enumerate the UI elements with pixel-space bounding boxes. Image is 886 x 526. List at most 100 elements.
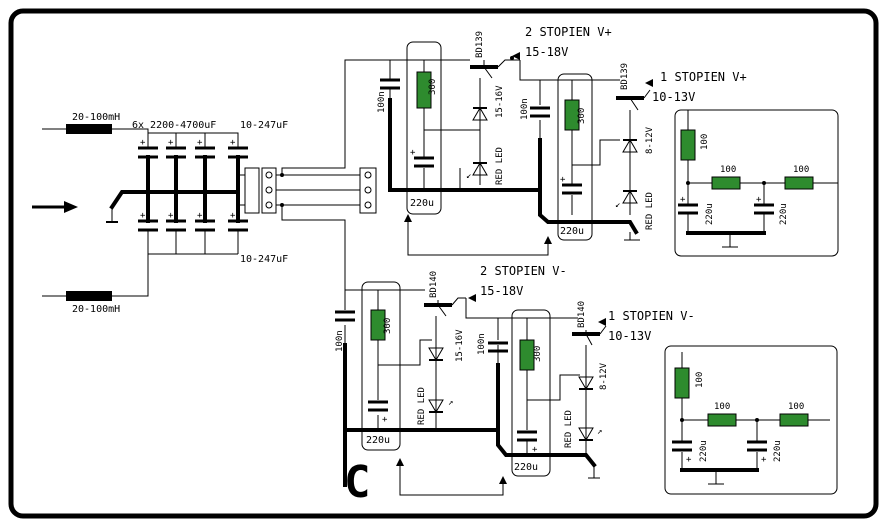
svg-text:+: + (168, 211, 174, 221)
stage1-pos-title: 1 STOPIEN V+ (660, 70, 747, 84)
stage1-pos-volt: 10-13V (652, 90, 695, 104)
logo-letter: C (344, 457, 371, 508)
stage1-neg-board (511, 309, 551, 477)
svg-text:+: + (382, 415, 388, 425)
bd140-b-label: BD140 (577, 301, 587, 328)
svg-text:+: + (197, 211, 203, 221)
stage2-positive: 300 + 220u 100n BD139 ↙ 15-16V RED LED 2… (377, 25, 612, 215)
rc-bot-r3-label: 100 (788, 402, 804, 412)
rc-bottom-resistor-2 (707, 413, 737, 427)
rc-filter-bottom: 100 100 100 + + 220u 220u (664, 345, 838, 495)
stage2-pos-title: 2 STOPIEN V+ (525, 25, 612, 39)
rc-bot-r2-label: 100 (714, 402, 730, 412)
c220-d-label: 220u (514, 462, 538, 473)
svg-text:+: + (140, 138, 146, 148)
svg-text:+: + (680, 195, 686, 205)
rc-top-resistor-3 (784, 176, 814, 190)
c220-b-label: 220u (560, 226, 584, 237)
inductor-bottom (66, 291, 112, 301)
resistor-300-d (519, 339, 535, 371)
svg-text:+: + (410, 148, 416, 158)
stage1-pos-board (557, 73, 593, 241)
svg-text:+: + (686, 455, 692, 465)
stage2-neg-board (361, 281, 401, 451)
input-section: 20-100mH 20-100mH 6x 2200-4700uF 10-247u… (32, 59, 395, 315)
inductor-bottom-label: 20-100mH (72, 304, 120, 315)
resistor-300-a (416, 71, 432, 109)
led-b-label: RED LED (645, 192, 655, 230)
r300-c-label: 300 (383, 318, 393, 334)
rc-bottom-resistor-1 (674, 367, 690, 399)
rc-filter-top: 100 100 100 + + 220u 220u (674, 109, 839, 257)
z812-a-label: 8-12V (645, 126, 655, 154)
inductor-top (66, 124, 112, 134)
svg-text:+: + (197, 138, 203, 148)
r300-a-label: 300 (428, 79, 438, 95)
led-d-icon (578, 427, 594, 441)
rc-bot-r1-label: 100 (695, 372, 705, 388)
svg-text:+: + (230, 211, 236, 221)
led-a-rays-icon: ↙ (466, 171, 471, 181)
zener-a-icon (472, 107, 488, 121)
zener-d-icon (578, 376, 594, 390)
stage1-negative: 100n 300 + 220u BD140 ↗ 8-12V RED LED 1 … (396, 298, 695, 496)
led-d-label: RED LED (564, 410, 574, 448)
zener-b-icon (622, 139, 638, 153)
svg-text:+: + (230, 138, 236, 148)
rc-top-resistor-2 (711, 176, 741, 190)
led-b-rays-icon: ↙ (615, 200, 620, 210)
rc-bot-c2-label: 220u (773, 440, 783, 462)
resistor-300-b (564, 99, 580, 131)
zener-c-icon (428, 347, 444, 361)
rc-top-resistor-1 (680, 129, 696, 161)
outer-frame (8, 8, 879, 519)
stage2-neg-volt: 15-18V (480, 284, 523, 298)
cap-small-top-label: 10-247uF (240, 120, 288, 131)
cap-bank-label: 6x 2200-4700uF (132, 120, 216, 131)
bd140-a-label: BD140 (429, 271, 439, 298)
c100n-d-label: 100n (477, 333, 487, 355)
c220-a-label: 220u (410, 198, 434, 209)
r300-b-label: 300 (577, 108, 587, 124)
svg-text:+: + (532, 445, 538, 455)
bd139-a-label: BD139 (475, 31, 485, 58)
inductor-top-label: 20-100mH (72, 112, 120, 123)
led-c-icon (428, 399, 444, 413)
c100n-a-label: 100n (377, 91, 387, 113)
rc-top-r2-label: 100 (720, 165, 736, 175)
svg-text:+: + (560, 175, 566, 185)
z812-b-label: 8-12V (599, 362, 609, 390)
svg-text:+: + (140, 211, 146, 221)
svg-text:+: + (168, 138, 174, 148)
rc-top-c2-label: 220u (779, 203, 789, 225)
stage1-neg-volt: 10-13V (608, 329, 651, 343)
z1516-b-label: 15-16V (455, 329, 465, 362)
rc-top-c1-label: 220u (705, 203, 715, 225)
stage2-neg-title: 2 STOPIEN V- (480, 264, 567, 278)
stage2-pos-volt: 15-18V (525, 45, 568, 59)
rc-bot-c1-label: 220u (699, 440, 709, 462)
svg-text:+: + (761, 455, 767, 465)
stage2-pos-board (406, 41, 442, 215)
stage1-positive: 100n 300 + 220u BD139 ↙ 8-12V RED LED 1 … (404, 60, 747, 256)
bd139-b-label: BD139 (620, 63, 630, 90)
led-c-rays-icon: ↗ (448, 398, 453, 408)
r300-d-label: 300 (533, 346, 543, 362)
led-a-icon (472, 162, 488, 176)
led-c-label: RED LED (417, 387, 427, 425)
led-a-label: RED LED (495, 147, 505, 185)
rc-top-r1-label: 100 (700, 134, 710, 150)
stage2-negative: 100n 300 + 220u BD140 ↗ 15-16V RED LED 2… (335, 264, 567, 487)
resistor-300-c (370, 309, 386, 341)
led-d-rays-icon: ↗ (597, 427, 602, 437)
cap-small-bottom-label: 10-247uF (240, 254, 288, 265)
led-b-icon (622, 190, 638, 204)
input-arrow-icon (64, 201, 78, 213)
svg-text:+: + (756, 195, 762, 205)
stage1-neg-title: 1 STOPIEN V- (608, 309, 695, 323)
z1516-a-label: 15-16V (495, 85, 505, 118)
c100n-b-label: 100n (520, 98, 530, 120)
c100n-c-label: 100n (335, 330, 345, 352)
